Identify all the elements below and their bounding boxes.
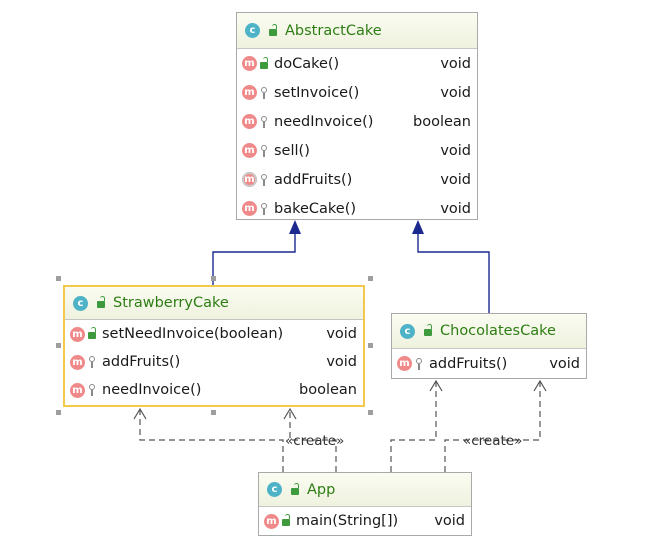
resize-handle[interactable] <box>56 343 61 348</box>
method-icon: m <box>397 356 412 371</box>
method-row[interactable]: m setInvoice() void <box>237 78 477 107</box>
public-visibility-icon <box>424 324 432 336</box>
return-type: void <box>434 513 465 529</box>
method-name: addFruits() <box>429 355 508 372</box>
method-icon: m <box>242 85 257 100</box>
extends-arrowhead-abstract-left <box>289 220 301 234</box>
method-name: needInvoice() <box>102 382 202 398</box>
dependency-line-app-chocolates-outer[interactable] <box>390 382 437 472</box>
return-type: void <box>326 354 357 370</box>
method-row[interactable]: m addFruits() void <box>392 349 586 378</box>
method-name: doCake() <box>274 55 340 72</box>
class-icon: c <box>245 23 260 38</box>
return-type: void <box>326 326 357 342</box>
return-type: boolean <box>299 382 357 398</box>
dependency-line-app-strawberry-inner[interactable] <box>289 410 337 472</box>
package-visibility-icon <box>260 144 268 157</box>
return-type: void <box>440 55 471 72</box>
resize-handle[interactable] <box>368 410 373 415</box>
create-stereotype-label: «create» <box>463 433 523 449</box>
extends-line-chocolates[interactable] <box>417 234 490 313</box>
method-icon: m <box>70 382 85 398</box>
abstract-method-icon: m <box>242 172 257 187</box>
package-visibility-icon <box>415 357 423 370</box>
dependency-line-app-chocolates-inner[interactable] <box>444 382 541 472</box>
package-visibility-icon <box>260 173 268 186</box>
resize-handle[interactable] <box>368 343 373 348</box>
static-method-icon: m <box>264 513 279 529</box>
public-visibility-icon <box>282 514 290 526</box>
class-header[interactable]: c ChocolatesCake <box>392 314 586 349</box>
method-name: main(String[]) <box>296 513 399 529</box>
return-type: void <box>440 142 471 159</box>
return-type: void <box>440 171 471 188</box>
method-icon: m <box>242 56 257 71</box>
method-name: sell() <box>274 142 310 159</box>
method-name: bakeCake() <box>274 200 357 217</box>
method-row[interactable]: m needInvoice() boolean <box>237 107 477 136</box>
return-type: void <box>549 355 580 372</box>
class-name: StrawberryCake <box>113 295 229 311</box>
class-name: ChocolatesCake <box>440 323 556 339</box>
method-row[interactable]: m needInvoice() boolean <box>65 376 363 404</box>
class-node-strawberry-cake[interactable]: c StrawberryCake m setNeedInvoice(boolea… <box>63 285 365 407</box>
resize-handle[interactable] <box>56 276 61 281</box>
package-visibility-icon <box>260 86 268 99</box>
method-icon: m <box>70 354 85 370</box>
class-header[interactable]: c StrawberryCake <box>65 287 363 320</box>
class-icon: c <box>400 323 415 339</box>
method-icon: m <box>242 143 257 158</box>
public-visibility-icon <box>291 482 299 495</box>
method-name: setInvoice() <box>274 84 360 101</box>
public-visibility-icon <box>269 23 277 36</box>
method-row[interactable]: m main(String[]) void <box>259 507 471 535</box>
return-type: void <box>440 84 471 101</box>
method-row[interactable]: m addFruits() void <box>65 348 363 376</box>
return-type: boolean <box>413 113 471 130</box>
public-visibility-icon <box>88 327 96 339</box>
class-header[interactable]: c App <box>259 473 471 507</box>
return-type: void <box>440 200 471 217</box>
class-name: AbstractCake <box>285 22 382 39</box>
dependency-arrowhead-strawberry-left <box>133 407 147 420</box>
class-name: App <box>307 481 336 498</box>
method-icon: m <box>242 114 257 129</box>
method-row[interactable]: m addFruits() void <box>237 165 477 194</box>
dependency-line-app-strawberry-outer[interactable] <box>139 410 284 472</box>
public-visibility-icon <box>260 56 268 69</box>
method-icon: m <box>242 201 257 216</box>
class-node-chocolates-cake[interactable]: c ChocolatesCake m addFruits() void <box>391 313 587 379</box>
dependency-arrowhead-strawberry-right <box>283 407 297 420</box>
resize-handle[interactable] <box>56 410 61 415</box>
package-visibility-icon <box>88 384 96 396</box>
method-row[interactable]: m sell() void <box>237 136 477 165</box>
method-row[interactable]: m doCake() void <box>237 49 477 78</box>
runnable-class-icon: c <box>267 482 282 497</box>
method-row[interactable]: m bakeCake() void <box>237 194 477 223</box>
class-header[interactable]: c AbstractCake <box>237 13 477 49</box>
method-name: needInvoice() <box>274 113 374 130</box>
package-visibility-icon <box>260 202 268 215</box>
extends-line-strawberry[interactable] <box>212 234 296 285</box>
class-icon: c <box>73 295 88 311</box>
package-visibility-icon <box>260 115 268 128</box>
resize-handle[interactable] <box>211 276 216 281</box>
dependency-arrowhead-chocolates-left <box>429 379 443 392</box>
class-node-abstract-cake[interactable]: c AbstractCake m doCake() void m setInvo… <box>236 12 478 220</box>
method-row[interactable]: m setNeedInvoice(boolean) void <box>65 320 363 348</box>
method-name: setNeedInvoice(boolean) <box>102 326 284 342</box>
method-name: addFruits() <box>274 171 353 188</box>
public-visibility-icon <box>97 296 105 308</box>
resize-handle[interactable] <box>211 410 216 415</box>
extends-arrowhead-abstract-right <box>412 220 424 234</box>
create-stereotype-label: «create» <box>285 433 345 449</box>
method-name: addFruits() <box>102 354 181 370</box>
resize-handle[interactable] <box>368 276 373 281</box>
method-icon: m <box>70 326 85 342</box>
package-visibility-icon <box>88 356 96 368</box>
dependency-arrowhead-chocolates-right <box>533 379 547 392</box>
class-node-app[interactable]: c App m main(String[]) void <box>258 472 472 536</box>
